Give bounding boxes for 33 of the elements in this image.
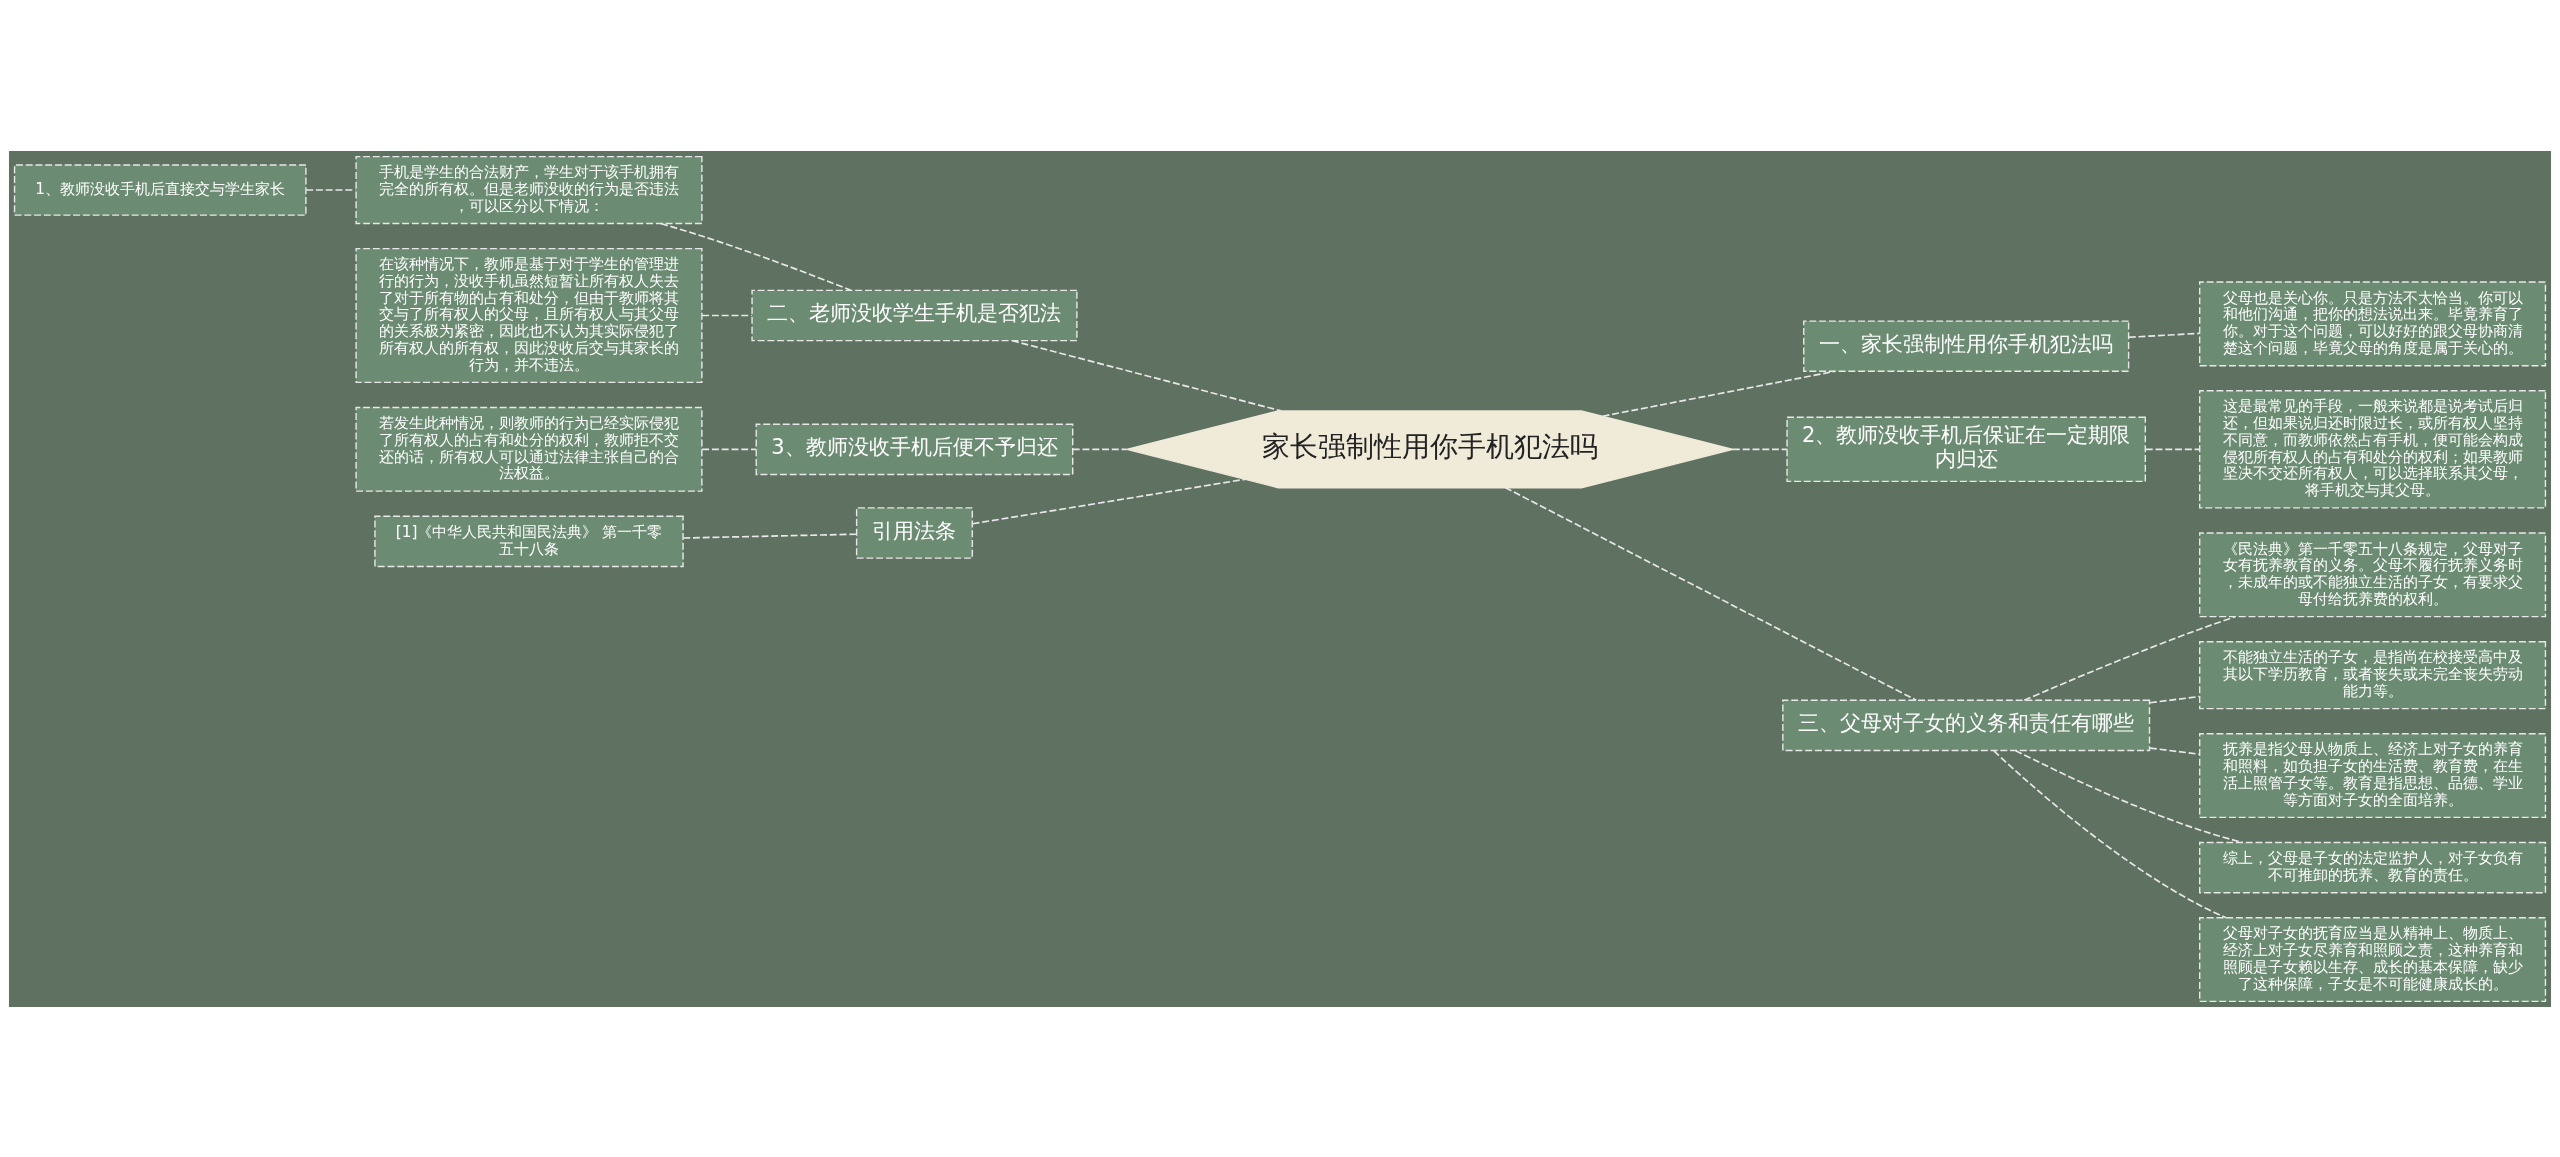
node-box: 在该种情况下，教师是基于对于学生的管理进行的行为，没收手机虽然短暂让所有权人失去了对于所有物的占有和处分，但由于教师将其交与了所有权人的父母，且所有权人与其父母的关系极为紧密，因此也不认为其实际侵犯了所有权人的所有权，因此没收后交与其家长的行为，并不违法。 [355,247,703,383]
connector [2128,332,2201,338]
node-box: 抚养是指父母从物质上、经济上对子女的养育和照料，如负担子女的生活费、教育费，在生活上照管子女等。教育是指思想、品德、学业等方面对子女的全面培养。 [2199,732,2547,818]
node-box: 《民法典》第一千零五十八条规定，父母对子女有抚养教育的义务。父母不履行抚养义务时，未成年的或不能独立生活的子女，有要求父母付给抚养费的权利。 [2199,531,2547,617]
node-box: 父母对子女的抚育应当是从精神上、物质上、经济上对子女尽养育和照顾之责，这种养育和照顾是子女赖以生存、成长的基本保障，缺少了这种保障，子女是不可能健康成长的。 [2199,916,2547,1002]
connector [1011,339,1282,412]
node-box: 1、教师没收手机后直接交与学生家长 [13,163,307,216]
node-box: 若发生此种情况，则教师的行为已经实际侵犯了所有权人的占有和处分的权利，教师拒不交还的话，所有权人可以通过法律主张自己的合法权益。 [355,406,703,492]
connector [305,188,357,191]
connector [1601,370,1836,417]
node-box: [1]《中华人民共和国民法典》 第一千零五十八条 [374,515,684,567]
connector [1731,448,1788,450]
connector [1071,448,1128,450]
connector [2149,746,2201,755]
node-box: 三、父母对子女的义务和责任有哪些 [1782,699,2151,751]
node-box: 父母也是关心你。只是方法不太恰当。你可以和他们沟通，把你的想法说出来。毕竟养育了你。对于这个问题，可以好好的跟父母协商清楚这个问题，毕竟父母的角度是属于关心的。 [2199,280,2547,366]
connector [1993,749,2227,918]
node-box: 一、家长强制性用你手机犯法吗 [1803,319,2130,372]
connector [701,314,753,316]
node-box: 引用法条 [855,506,974,559]
connector [701,448,757,450]
node-box: 手机是学生的合法财产，学生对于该手机拥有完全的所有权。但是老师没收的行为是否违法，可以区分以下情况： [355,155,703,224]
connector [2149,695,2201,704]
connector [1504,486,1918,701]
node-box: 2、教师没收手机后保证在一定期限内归还 [1786,416,2147,482]
connector [682,532,858,539]
node-box: 3、教师没收手机后便不予归还 [755,423,1074,475]
connector [971,477,1246,525]
connector [2144,448,2200,450]
node-box: 二、老师没收学生手机是否犯法 [751,289,1078,341]
node-box: 这是最常见的手段，一般来说都是说考试后归还，但如果说归还时限过长，或所有权人坚持不同意，而教师依然占有手机，便可能会构成侵犯所有权人的占有和处分的权利；如果教师坚决不交还所有权人，可以选择联系其父母，将手机交与其父母。 [2199,389,2547,509]
node-box: 综上，父母是子女的法定监护人，对子女负有不可推卸的抚养、教育的责任。 [2199,841,2547,893]
node-box: 不能独立生活的子女，是指尚在校接受高中及其以下学历教育，或者丧失或未完全丧失劳动能力等。 [2199,640,2547,709]
